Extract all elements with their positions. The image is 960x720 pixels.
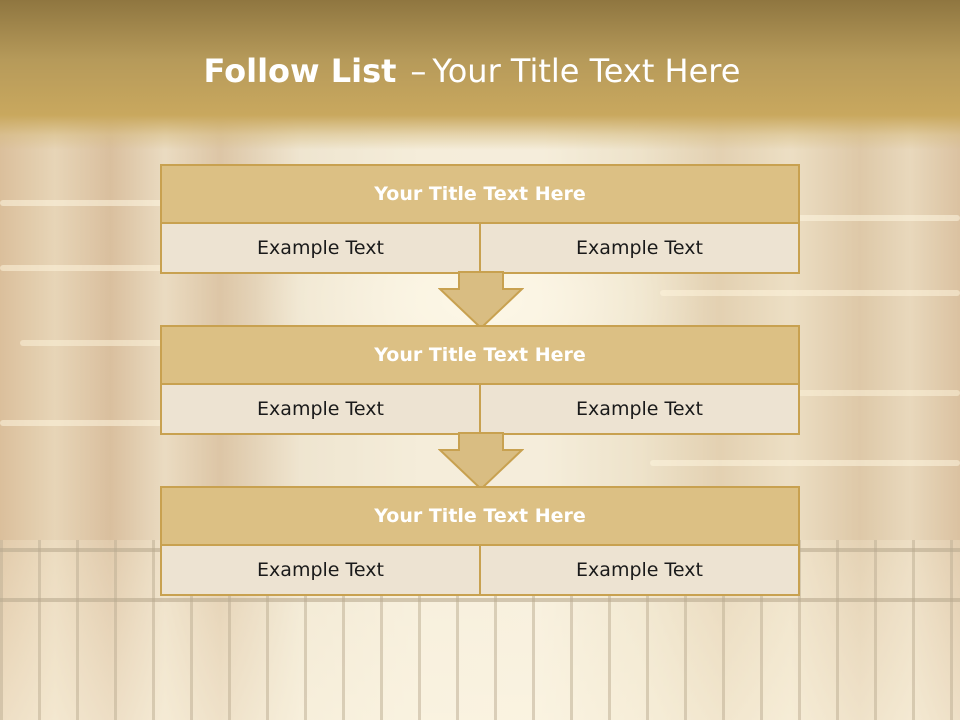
block-cell-left[interactable]: Example Text — [162, 546, 479, 594]
block-cell-right[interactable]: Example Text — [479, 385, 798, 433]
down-arrow-icon — [438, 432, 524, 490]
block-title[interactable]: Your Title Text Here — [162, 327, 798, 385]
block-row: Example Text Example Text — [162, 546, 798, 594]
block-cell-right[interactable]: Example Text — [479, 224, 798, 272]
title-band — [0, 0, 960, 150]
list-block-2[interactable]: Your Title Text Here Example Text Exampl… — [160, 325, 800, 435]
slide-title-bold: Follow List — [203, 52, 397, 90]
block-cell-left[interactable]: Example Text — [162, 224, 479, 272]
down-arrow-icon — [438, 271, 524, 329]
block-row: Example Text Example Text — [162, 385, 798, 433]
block-cell-left[interactable]: Example Text — [162, 385, 479, 433]
block-row: Example Text Example Text — [162, 224, 798, 272]
block-title[interactable]: Your Title Text Here — [162, 166, 798, 224]
slide-title-text: Your Title Text Here — [432, 52, 741, 90]
block-title[interactable]: Your Title Text Here — [162, 488, 798, 546]
list-block-1[interactable]: Your Title Text Here Example Text Exampl… — [160, 164, 800, 274]
list-block-3[interactable]: Your Title Text Here Example Text Exampl… — [160, 486, 800, 596]
block-cell-right[interactable]: Example Text — [479, 546, 798, 594]
slide-title: Follow List–Your Title Text Here — [0, 52, 944, 90]
slide-title-separator: – — [410, 52, 427, 90]
